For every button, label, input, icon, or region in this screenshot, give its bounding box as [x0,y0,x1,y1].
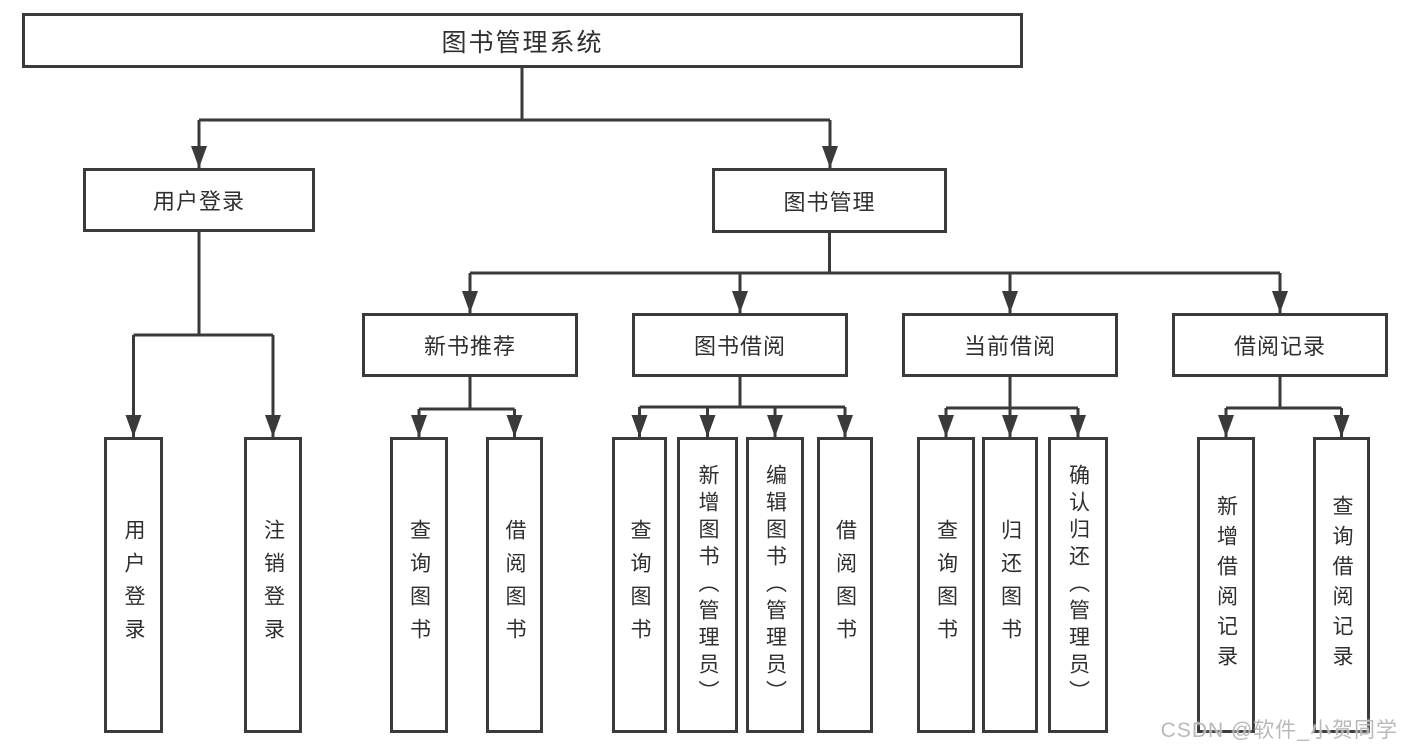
node-current-borrow-label: 当前借阅 [963,334,1056,359]
node-book-management-label: 图书管理 [783,189,876,215]
leaf-confirm-return-admin-label: 确认归还（管理员） [1066,463,1090,707]
leaf-current-query-books: 查询图书 [917,437,975,733]
leaf-add-borrow-record: 新增借阅记录 [1197,437,1255,733]
node-book-borrow: 图书借阅 [632,313,848,377]
node-book-management: 图书管理 [712,168,947,233]
node-new-book-recommend: 新书推荐 [362,313,578,377]
node-borrow-record-label: 借阅记录 [1233,334,1326,359]
node-book-borrow-label: 图书借阅 [693,334,786,359]
leaf-confirm-return-admin: 确认归还（管理员） [1048,437,1108,733]
leaf-newbook-borrow-books-label: 借阅图书 [503,519,526,651]
node-root-system-label: 图书管理系统 [441,28,604,57]
leaf-logout-label: 注销登录 [261,519,285,651]
leaf-edit-book-admin: 编辑图书（管理员） [746,437,804,733]
leaf-borrow-query-books: 查询图书 [612,437,667,733]
leaf-newbook-query-books: 查询图书 [390,437,448,733]
node-new-book-recommend-label: 新书推荐 [423,334,516,359]
leaf-newbook-borrow-books: 借阅图书 [486,437,543,733]
leaf-return-books: 归还图书 [982,437,1038,733]
leaf-borrow-borrow-books: 借阅图书 [817,437,873,733]
node-borrow-record: 借阅记录 [1172,313,1388,377]
leaf-add-book-admin-label: 新增图书（管理员） [696,463,719,707]
leaf-edit-book-admin-label: 编辑图书（管理员） [763,463,787,707]
leaf-current-query-books-label: 查询图书 [934,519,958,651]
leaf-user-login-label: 用户登录 [122,519,145,651]
csdn-watermark: CSDN @软件_小贺同学 [1160,719,1398,742]
leaf-return-books-label: 归还图书 [998,519,1022,651]
leaf-add-borrow-record-label: 新增借阅记录 [1214,495,1238,675]
node-user-login: 用户登录 [83,168,315,232]
node-current-borrow: 当前借阅 [902,313,1118,377]
leaf-add-book-admin: 新增图书（管理员） [677,437,738,733]
leaf-user-login: 用户登录 [104,437,163,733]
node-root-system: 图书管理系统 [22,13,1023,68]
leaf-logout: 注销登录 [244,437,302,733]
leaf-query-borrow-record-label: 查询借阅记录 [1330,495,1353,675]
leaf-newbook-query-books-label: 查询图书 [407,519,431,651]
node-user-login-label: 用户登录 [152,189,245,214]
leaf-query-borrow-record: 查询借阅记录 [1313,437,1370,733]
leaf-borrow-query-books-label: 查询图书 [628,519,651,651]
leaf-borrow-borrow-books-label: 借阅图书 [833,519,857,651]
